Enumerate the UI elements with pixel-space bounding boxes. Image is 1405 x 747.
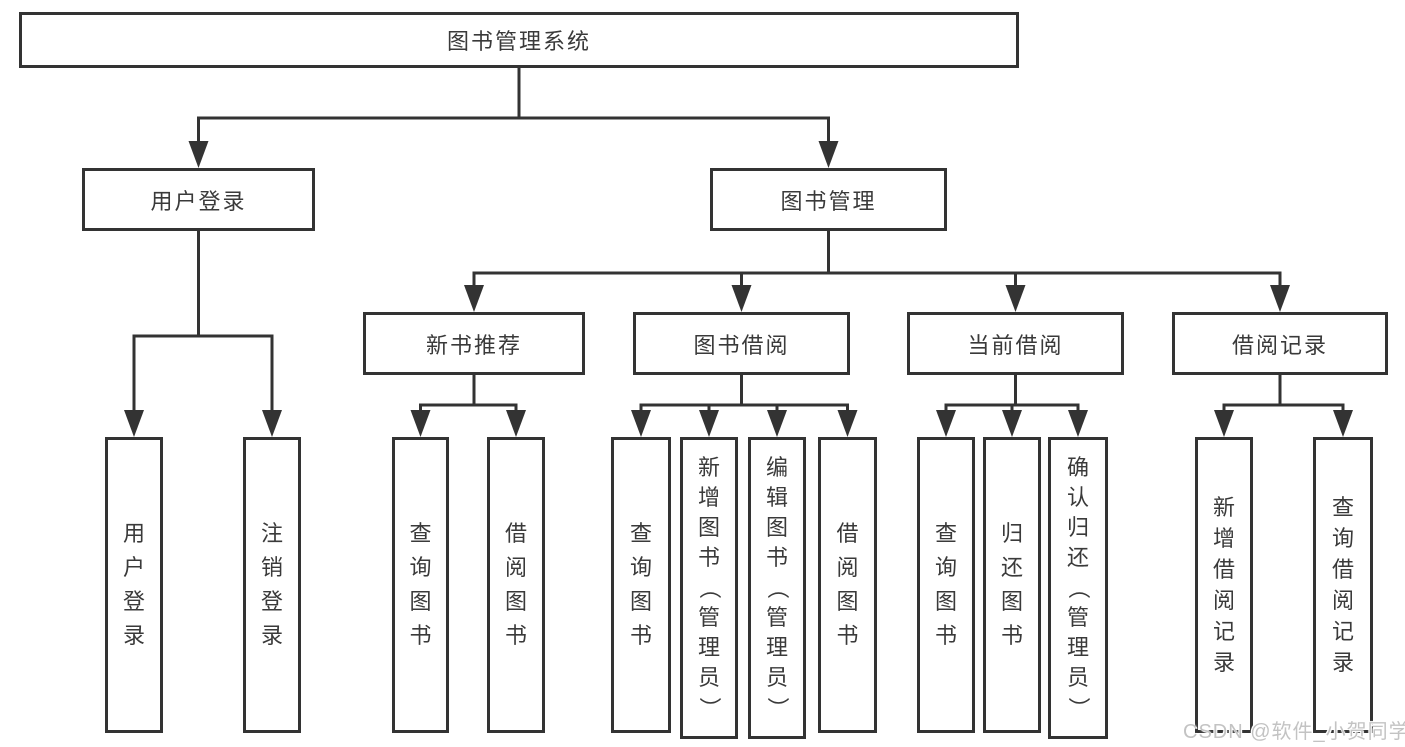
node-leaf-add-record: 新增借阅记录 [1195,437,1253,733]
node-label: 查询图书 [409,521,432,648]
watermark: CSDN @软件_小贺同学 [1183,721,1405,743]
node-label: 查询图书 [934,521,957,648]
node-leaf-logout: 注销登录 [243,437,301,733]
node-leaf-return-book: 归还图书 [983,437,1041,733]
node-label: 借阅记录 [1231,332,1328,358]
node-leaf-add-book: 新增图书（管理员） [680,437,738,739]
node-borrow-records: 借阅记录 [1172,312,1388,375]
node-label: 图书借阅 [693,332,790,358]
node-label: 图书管理 [780,188,877,214]
node-leaf-edit-book: 编辑图书（管理员） [748,437,806,739]
node-label: 借阅图书 [836,521,859,648]
node-label: 图书管理系统 [446,29,591,54]
node-leaf-borrow-book-1: 借阅图书 [487,437,545,733]
node-label: 用户登录 [122,521,145,648]
node-leaf-query-book-2: 查询图书 [611,437,671,733]
node-leaf-query-book-3: 查询图书 [917,437,975,733]
node-label: 借阅图书 [504,521,527,648]
node-leaf-query-record: 查询借阅记录 [1313,437,1373,733]
node-leaf-user-login: 用户登录 [105,437,163,733]
node-book-borrow: 图书借阅 [633,312,850,375]
node-label: 新增图书（管理员） [696,455,722,720]
node-label: 编辑图书（管理员） [764,455,790,720]
node-leaf-borrow-book-2: 借阅图书 [818,437,877,733]
node-leaf-query-book-1: 查询图书 [392,437,449,733]
node-label: 当前借阅 [967,332,1064,358]
node-label: 确认归还（管理员） [1065,455,1091,720]
node-user-login: 用户登录 [82,168,315,231]
node-current-borrow: 当前借阅 [907,312,1124,375]
node-book-mgmt: 图书管理 [710,168,947,231]
node-label: 新书推荐 [425,332,522,358]
node-label: 查询图书 [629,521,652,648]
node-label: 归还图书 [1000,521,1023,648]
node-label: 用户登录 [150,188,247,214]
node-new-book-rec: 新书推荐 [363,312,585,375]
node-label: 新增借阅记录 [1212,495,1235,675]
node-root: 图书管理系统 [19,12,1019,68]
node-label: 查询借阅记录 [1331,495,1354,675]
node-leaf-confirm-return: 确认归还（管理员） [1048,437,1108,739]
node-label: 注销登录 [260,521,283,648]
